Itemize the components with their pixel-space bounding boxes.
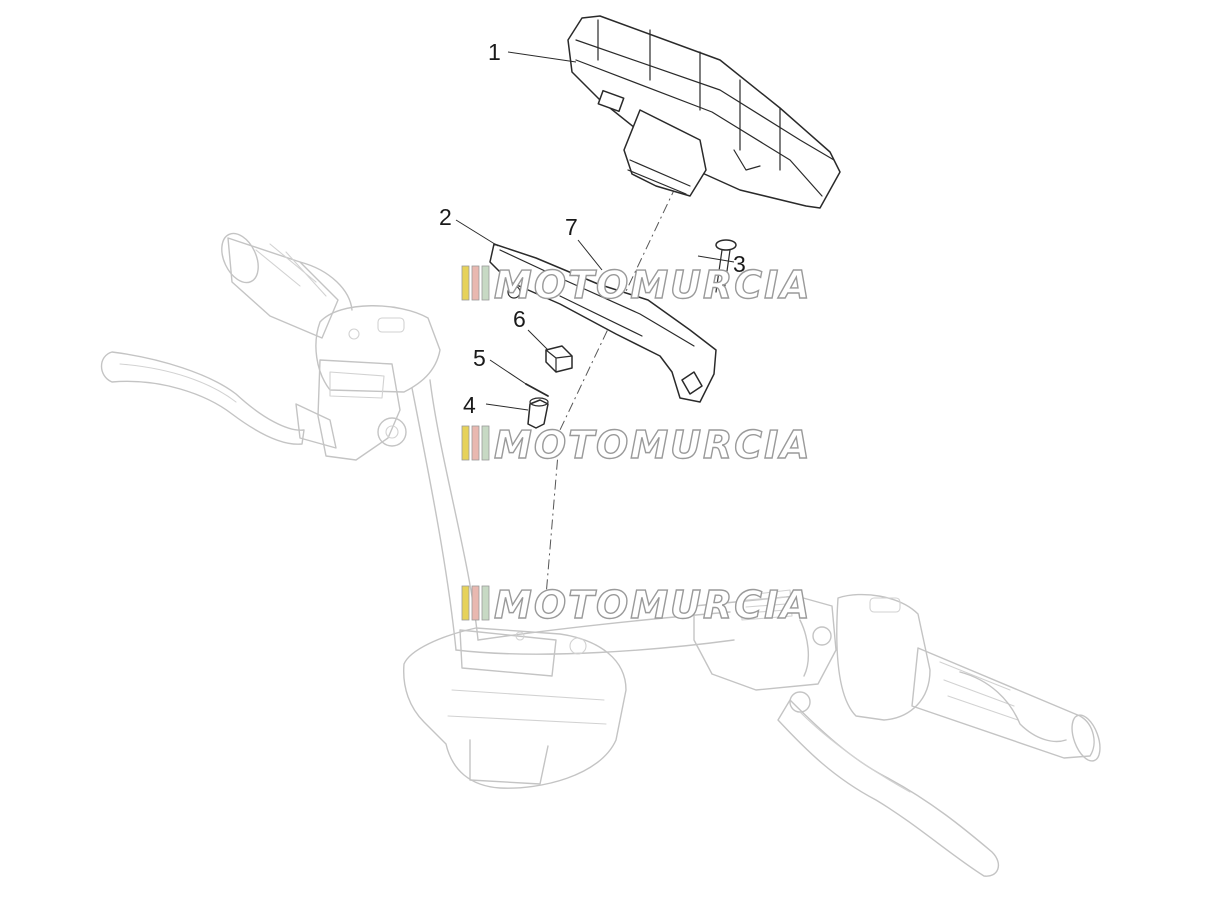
handlebar-assembly-background (100, 232, 1101, 877)
left-switch-housing (315, 305, 441, 393)
handlebar-tube (411, 379, 735, 655)
watermark-text: MOTOMURCIA (494, 583, 812, 627)
right-brake-lever (777, 699, 1000, 877)
callout-7: 7 (565, 214, 578, 240)
watermark-stripe-1 (461, 585, 470, 621)
left-master-cylinder (295, 359, 407, 461)
bush-part (527, 397, 549, 429)
watermark-text: MOTOMURCIA (494, 263, 812, 307)
center-clamp (402, 627, 627, 789)
watermark-text: MOTOMURCIA (494, 423, 812, 467)
callouts: 1 2 3 4 5 6 7 (439, 39, 746, 418)
instrument-cluster-part (567, 15, 841, 209)
watermark-stripe-2 (471, 265, 480, 301)
callout-1: 1 (488, 39, 501, 65)
leader-lines (455, 51, 735, 411)
spacer-part (545, 345, 573, 373)
right-grip (911, 647, 1101, 762)
bracket-part (489, 243, 717, 403)
callout-5: 5 (473, 345, 486, 371)
callout-6: 6 (513, 306, 526, 332)
watermark-stripe-1 (461, 425, 470, 461)
washer-part (525, 383, 549, 397)
watermark-stripe-3 (481, 425, 490, 461)
watermark-stripe-2 (471, 425, 480, 461)
callout-3: 3 (733, 251, 746, 277)
watermark-stripe-3 (481, 265, 490, 301)
watermark-top: MOTOMURCIA (461, 262, 812, 308)
callout-4: 4 (463, 392, 476, 418)
assembly-axis (545, 185, 677, 597)
right-switch-housing (836, 593, 931, 721)
watermark-middle: MOTOMURCIA (461, 422, 812, 468)
watermark-stripe-1 (461, 265, 470, 301)
screw-part (715, 239, 737, 293)
left-brake-lever (100, 351, 305, 445)
watermark-stripe-3 (481, 585, 490, 621)
callout-2: 2 (439, 204, 452, 230)
watermark-stripe-2 (471, 585, 480, 621)
left-grip (221, 232, 353, 339)
watermark-bottom: MOTOMURCIA (461, 582, 812, 628)
